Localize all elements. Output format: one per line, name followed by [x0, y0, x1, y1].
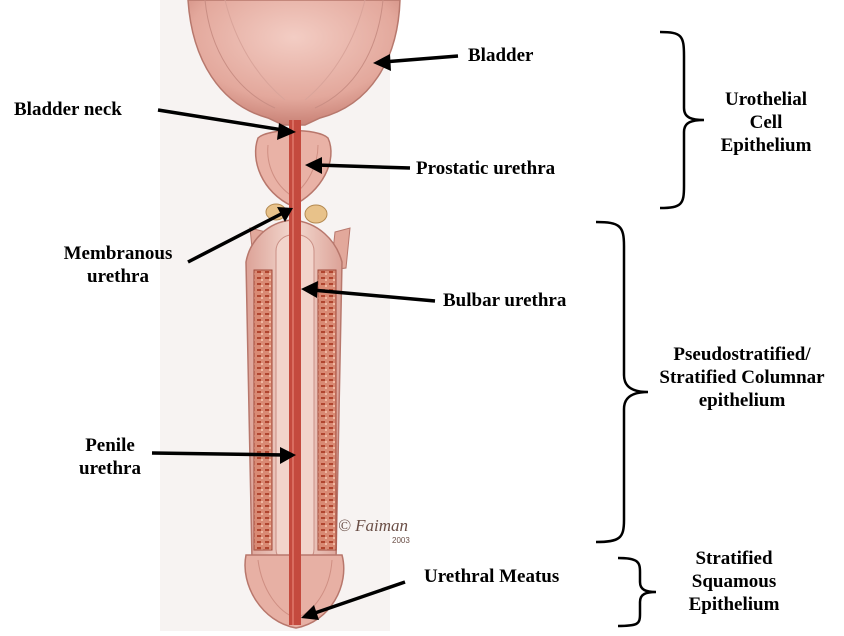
group-line: Pseudostratified/ [640, 343, 844, 366]
label-bladder: Bladder [468, 44, 533, 67]
signature-year: 2003 [392, 536, 410, 545]
group-line: Epithelium [706, 134, 826, 157]
label-prostatic-urethra: Prostatic urethra [416, 157, 555, 180]
group-line: Urothelial [706, 88, 826, 111]
label-bulbar-urethra: Bulbar urethra [443, 289, 566, 312]
label-bladder-neck: Bladder neck [14, 98, 122, 121]
artist-signature: © Faiman [338, 516, 408, 536]
bulbourethral-gland-right [305, 205, 327, 223]
group-line: epithelium [640, 389, 844, 412]
label-membranous-urethra: Membranous urethra [48, 242, 188, 288]
group-squamous: Stratified Squamous Epithelium [664, 547, 804, 616]
group-line: Cell [706, 111, 826, 134]
label-line: urethra [48, 265, 188, 288]
urethra-tube [289, 120, 301, 625]
group-urothelial: Urothelial Cell Epithelium [706, 88, 826, 157]
corpus-cavernosum-left [254, 270, 272, 550]
label-line: Penile [68, 434, 152, 457]
label-line: Membranous [48, 242, 188, 265]
corpus-cavernosum-right [318, 270, 336, 550]
group-line: Squamous [664, 570, 804, 593]
group-pseudostratified: Pseudostratified/ Stratified Columnar ep… [640, 343, 844, 412]
group-line: Stratified [664, 547, 804, 570]
label-urethral-meatus: Urethral Meatus [424, 565, 559, 588]
group-line: Stratified Columnar [640, 366, 844, 389]
signature-name: Faiman [355, 516, 408, 535]
label-line: urethra [68, 457, 152, 480]
group-line: Epithelium [664, 593, 804, 616]
label-penile-urethra: Penile urethra [68, 434, 152, 480]
